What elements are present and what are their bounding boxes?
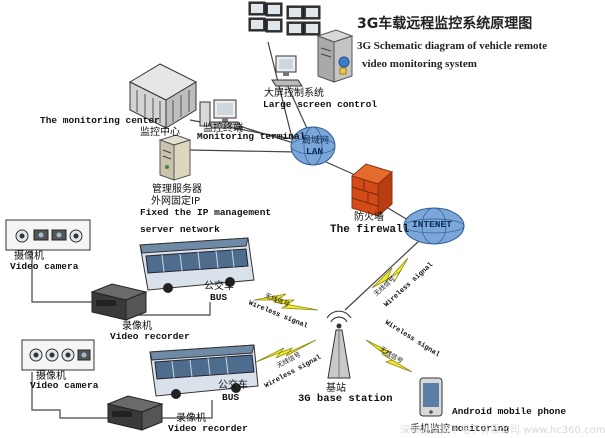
bolt-bus2-base <box>255 339 317 363</box>
server-en-label-2: server network <box>140 224 220 235</box>
line-largescreen-lan <box>284 79 311 136</box>
bolt-bus1-base <box>253 293 319 311</box>
watermark: 深圳龙安天下电子有限公司 www.hc360.com <box>400 425 605 436</box>
base-station-en-label: 3G base station <box>298 393 393 405</box>
lan-globe-icon <box>290 126 336 166</box>
camera-2-cn-label: 摄像机 <box>36 371 66 382</box>
title-en-line2: video monitoring system <box>362 58 477 70</box>
bus-2-icon <box>149 344 259 399</box>
monitoring-center-cn-label: 监控中心 <box>140 127 180 138</box>
server-tower-icon <box>316 29 354 83</box>
firewall-cn-label: 防火墙 <box>354 212 384 223</box>
bus-1-cn-label: 公交车 <box>204 281 234 292</box>
line-recorder1-bus1 <box>112 302 211 316</box>
mobile-cn-label: 手机监控 <box>410 424 450 435</box>
mobile-en-label-2: monitoring <box>452 423 510 434</box>
server-en-label-1: Fixed the IP management <box>140 207 272 218</box>
bus-2-cn-label: 公交车 <box>218 380 248 391</box>
large-screen-pc-icon <box>271 55 303 87</box>
large-screen-en-label: Large screen control <box>263 99 378 110</box>
monitoring-center-building-icon <box>128 63 198 129</box>
camera-2-en-label: Video camera <box>30 380 99 391</box>
management-server-icon <box>158 134 192 181</box>
line-camera1-recorder1 <box>31 250 92 303</box>
line-recorder2-bus2 <box>140 400 213 419</box>
line-camera2-recorder2 <box>31 372 108 419</box>
wireless-bolts <box>253 257 413 373</box>
server-cn-label-2: 外网固定IP <box>151 196 200 207</box>
bolt-base-internet <box>371 257 409 289</box>
camera-1-cn-label: 摄像机 <box>14 251 44 262</box>
monitoring-terminal-cn-label: 监控终端 <box>203 123 243 134</box>
base-station-cn-label: 基站 <box>326 383 346 394</box>
recorder-1-cn-label: 录像机 <box>122 321 152 332</box>
mobile-phone-icon <box>419 377 443 417</box>
recorder-2-cn-label: 录像机 <box>176 413 206 424</box>
camera-1-en-label: Video camera <box>10 261 79 272</box>
bus-2-en-label: BUS <box>222 392 240 403</box>
title-cn: 3G车载远程监控系统原理图 <box>357 16 533 32</box>
monitoring-center-en-label: The monitoring center <box>40 115 160 126</box>
server-cn-label-1: 管理服务器 <box>152 184 202 195</box>
video-recorder-2-icon <box>106 395 164 431</box>
line-screens-lan <box>267 41 293 139</box>
lan-en-label: LAN <box>306 146 324 157</box>
video-recorder-1-icon <box>90 283 148 321</box>
mobile-en-label-1: Android mobile phone <box>452 406 567 417</box>
internet-globe-icon <box>403 207 465 245</box>
recorder-2-en-label: Video recorder <box>168 423 248 434</box>
line-terminal-lan <box>235 124 301 146</box>
internet-label: INTENET <box>412 219 452 230</box>
bolt-base-mobile <box>365 339 413 373</box>
large-screen-cn-label: 大屏控制系统 <box>264 88 324 99</box>
camera-group-1-icon <box>5 219 91 251</box>
recorder-1-en-label: Video recorder <box>110 331 190 342</box>
camera-group-2-icon <box>21 339 95 371</box>
bus-1-icon <box>139 237 255 293</box>
firewall-icon <box>350 163 394 218</box>
line-internet-base <box>344 239 421 311</box>
line-server-lan <box>189 149 298 153</box>
title-en-line1: 3G Schematic diagram of vehicle remote <box>357 40 548 52</box>
monitoring-terminal-pc-icon <box>199 99 243 129</box>
monitoring-terminal-en-label: Monitoring terminal <box>197 131 306 142</box>
firewall-en-label: The firewall <box>330 224 410 236</box>
lan-cn-label: 局域网 <box>302 136 330 146</box>
bus-1-en-label: BUS <box>210 292 228 303</box>
base-station-icon <box>326 310 352 379</box>
screen-wall-icon <box>248 1 321 36</box>
